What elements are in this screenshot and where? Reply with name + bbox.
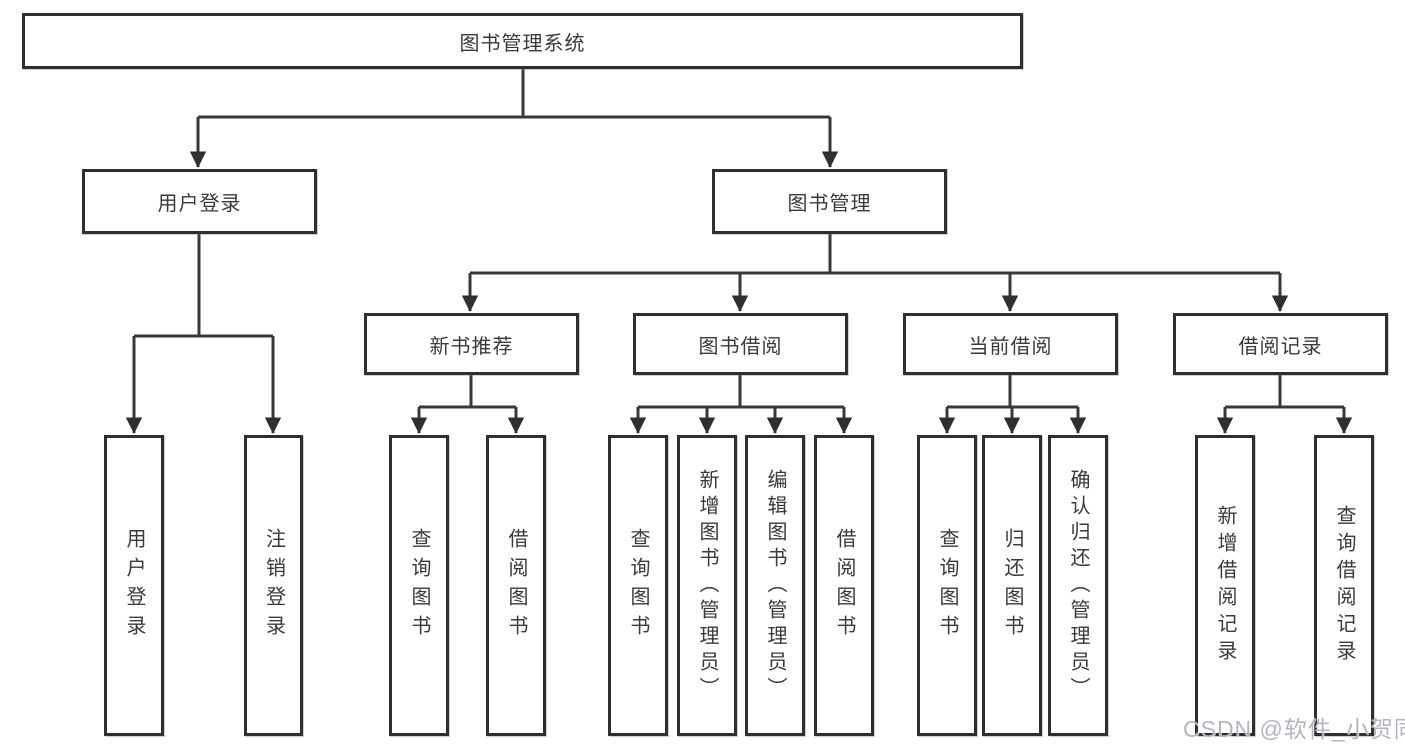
node-book-manage: 图书管理 bbox=[712, 169, 947, 234]
node-book-borrow: 图书借阅 bbox=[633, 313, 848, 375]
node-leaf-current-confirm-admin: 确认归还（管理员） bbox=[1048, 435, 1108, 736]
node-leaf-current-query: 查询图书 bbox=[917, 435, 977, 736]
node-borrow-record: 借阅记录 bbox=[1173, 313, 1388, 375]
node-leaf-record-add: 新增借阅记录 bbox=[1195, 435, 1255, 736]
node-leaf-user-login: 用户登录 bbox=[104, 435, 164, 736]
node-leaf-newbook-query: 查询图书 bbox=[389, 435, 449, 736]
node-user-login: 用户登录 bbox=[82, 169, 317, 234]
node-leaf-borrow-query: 查询图书 bbox=[608, 435, 668, 736]
node-leaf-record-query: 查询借阅记录 bbox=[1314, 435, 1374, 736]
node-leaf-borrow-borrow: 借阅图书 bbox=[814, 435, 874, 736]
node-leaf-borrow-add-admin: 新增图书（管理员） bbox=[677, 435, 737, 736]
node-new-book-recommend: 新书推荐 bbox=[364, 313, 579, 375]
node-leaf-newbook-borrow: 借阅图书 bbox=[486, 435, 546, 736]
node-current-borrow: 当前借阅 bbox=[903, 313, 1118, 375]
node-root-system: 图书管理系统 bbox=[22, 13, 1023, 69]
node-leaf-current-return: 归还图书 bbox=[982, 435, 1042, 736]
node-leaf-borrow-edit-admin: 编辑图书（管理员） bbox=[745, 435, 805, 736]
node-leaf-logout: 注销登录 bbox=[244, 435, 303, 736]
watermark: CSDN @软件_小贺同学 bbox=[1183, 716, 1405, 742]
